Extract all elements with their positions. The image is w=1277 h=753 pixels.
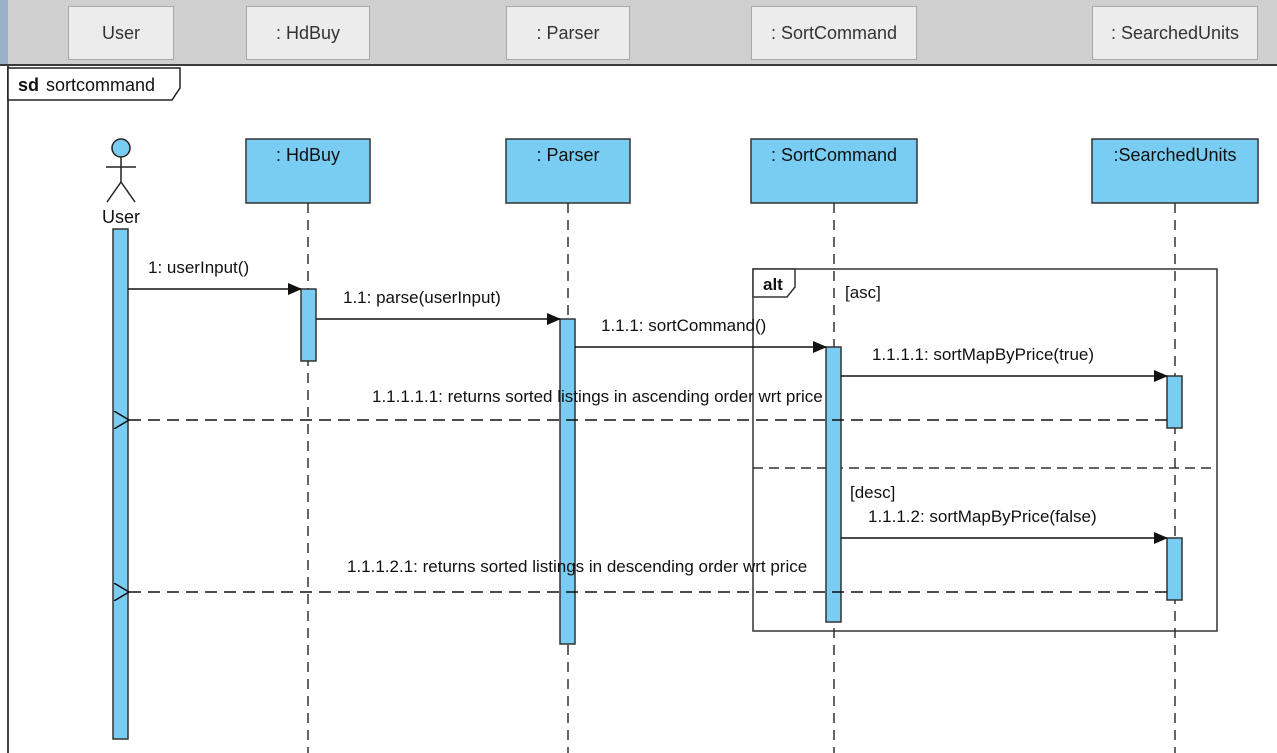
header-column-searchedunits[interactable]: : SearchedUnits (1092, 6, 1258, 60)
header-column-parser[interactable]: : Parser (506, 6, 630, 60)
message-label-return-ascending: 1.1.1.1.1: returns sorted listings in as… (372, 387, 823, 406)
alt-label-box (752, 268, 796, 298)
header-edge (0, 0, 8, 64)
alt-guard-asc: [asc] (845, 283, 881, 302)
message-label-return-descending: 1.1.1.2.1: returns sorted listings in de… (347, 557, 807, 576)
actor-head (111, 138, 131, 158)
actor-label: User (102, 207, 140, 227)
lifeline-label-hdbuy: : HdBuy (276, 145, 340, 165)
frame-keyword: sd (18, 75, 39, 95)
activation-user (112, 228, 129, 740)
message-label-sort-true: 1.1.1.1: sortMapByPrice(true) (872, 345, 1094, 364)
frame-label: sd sortcommand (7, 67, 181, 101)
activation-searchedunits-asc (1166, 375, 1183, 429)
frame-name: sortcommand (46, 75, 155, 95)
lifeline-head-hdbuy[interactable] (245, 138, 371, 204)
actor-leg-left (106, 181, 122, 203)
lifeline-label-parser: : Parser (536, 145, 599, 165)
alt-frame (752, 268, 1218, 632)
lifeline-head-parser[interactable] (505, 138, 631, 204)
header-column-sortcommand[interactable]: : SortCommand (751, 6, 917, 60)
header-column-user[interactable]: User (68, 6, 174, 60)
diagram-canvas (7, 66, 1277, 753)
activation-searchedunits-desc (1166, 537, 1183, 601)
message-label-sort-command: 1.1.1: sortCommand() (601, 316, 766, 335)
alt-guard-desc: [desc] (850, 483, 895, 502)
header-bar: User : HdBuy : Parser : SortCommand : Se… (0, 0, 1277, 66)
message-label-parse: 1.1: parse(userInput) (343, 288, 501, 307)
lifeline-label-searchedunits: :SearchedUnits (1113, 145, 1236, 165)
actor-leg-right (120, 181, 136, 203)
header-column-hdbuy[interactable]: : HdBuy (246, 6, 370, 60)
activation-parser (559, 318, 576, 645)
alt-keyword: alt (763, 275, 783, 294)
lifeline-head-sortcommand[interactable] (750, 138, 918, 204)
message-label-sort-false: 1.1.1.2: sortMapByPrice(false) (868, 507, 1097, 526)
user-actor (106, 138, 136, 203)
activation-hdbuy (300, 288, 317, 362)
alt-fragment (752, 268, 1218, 632)
lifeline-label-sortcommand: : SortCommand (771, 145, 897, 165)
activation-sortcommand (825, 346, 842, 623)
message-label-user-input: 1: userInput() (148, 258, 249, 277)
